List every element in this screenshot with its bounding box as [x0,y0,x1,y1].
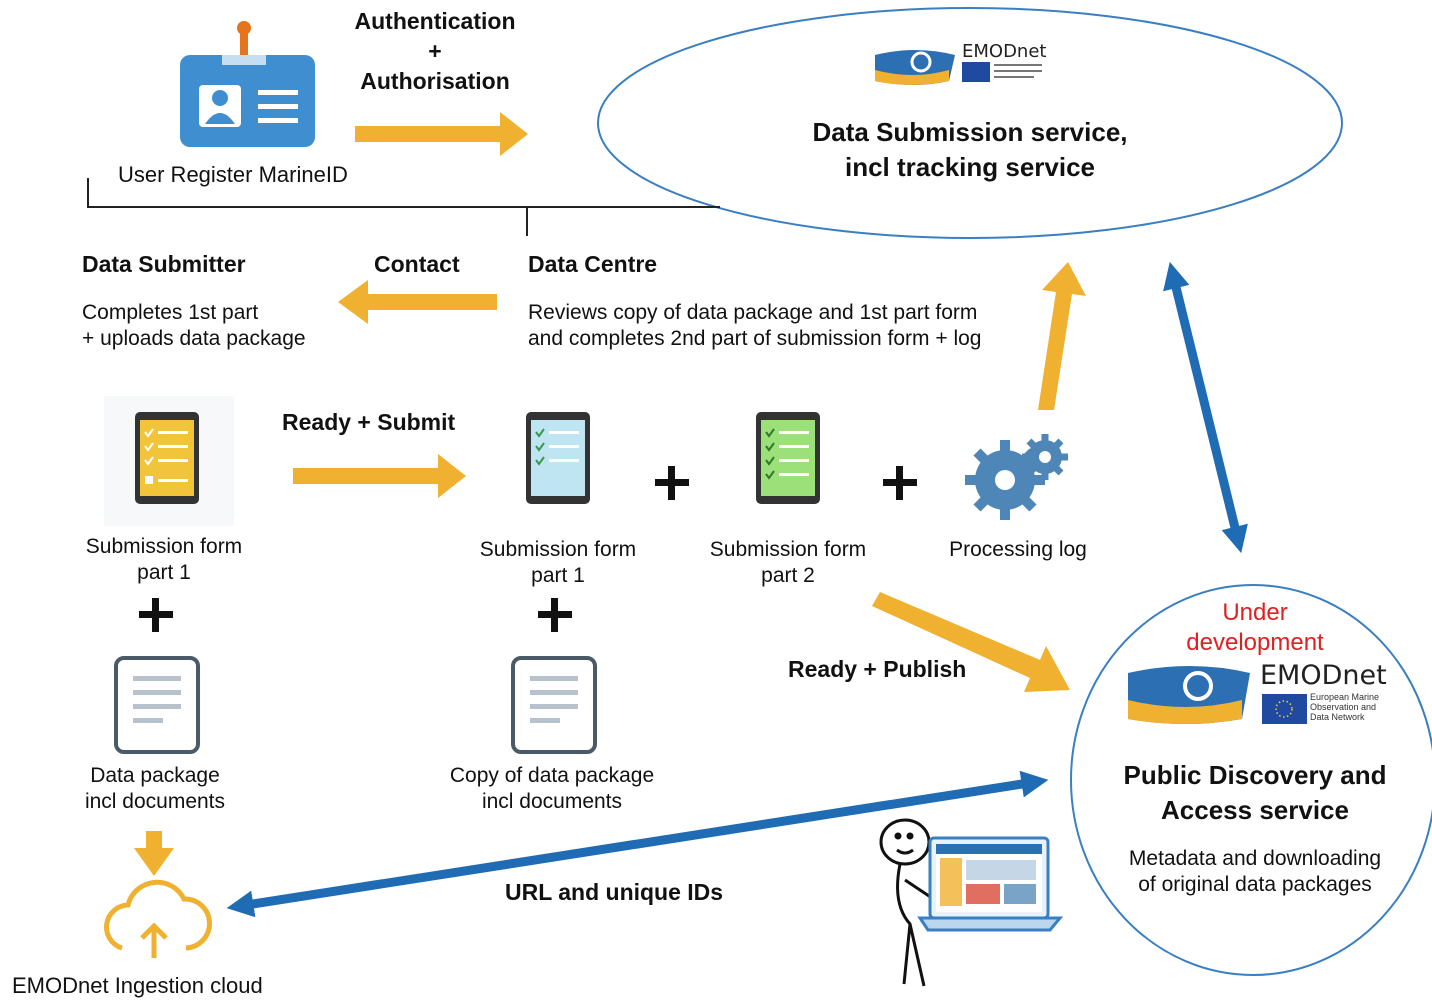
discovery-service-desc: Metadata and downloading of original dat… [1105,846,1405,898]
auth-arrow [355,112,528,156]
cloud-upload-icon [104,879,212,958]
copy-package-line1: Copy of data package [449,764,655,787]
discovery-logo-text: EMODnet [1260,660,1387,691]
url-ids-label: URL and unique IDs [505,879,724,905]
copy-package-label: Copy of data package incl documents [432,763,672,815]
data-centre-heading: Data Centre [528,251,658,277]
submission-title-line2: incl tracking service [844,152,1096,182]
data-package-line2: incl documents [84,790,226,813]
form1-mid-label: Submission form part 1 [458,537,658,589]
form2-line2: part 2 [761,564,815,587]
data-submitter-heading: Data Submitter [82,251,246,277]
auth-line1: Authentication [354,8,516,34]
data-centre-desc-line1: Reviews copy of data package and 1st par… [528,301,978,324]
submission-form-part1-left-icon [104,396,234,526]
form1-mid-line1: Submission form [479,538,637,561]
emodnet-logo-discovery [1128,666,1307,724]
data-package-label: Data package incl documents [55,763,255,815]
gears-icon [965,434,1068,520]
person-with-laptop-illustration [879,818,1064,987]
status-line1: Under [1222,599,1288,626]
ready-submit-arrow [293,454,466,498]
auth-line2: Authorisation [360,68,510,94]
discovery-logo-subtext: European Marine Observation and Data Net… [1310,692,1379,722]
discovery-service-circle [1070,584,1432,976]
discovery-service-title: Public Discovery and Access service [1100,758,1410,828]
status-line2: development [1186,629,1324,656]
logo-subtext-line2: Observation and [1310,702,1377,712]
submission-form-part1-mid-icon [526,412,590,504]
data-package-icon [114,656,200,754]
service-link-arrow [1163,261,1248,554]
emodnet-logo-top [875,50,1042,85]
data-submitter-desc: Completes 1st part + uploads data packag… [82,300,306,352]
cloud-down-arrow [134,831,174,876]
discovery-title-line1: Public Discovery and [1123,760,1387,790]
form1-mid-line2: part 1 [531,564,585,587]
submission-form-part2-icon [756,412,820,504]
ingestion-cloud-label: EMODnet Ingestion cloud [12,973,263,998]
id-badge-icon [180,21,315,147]
ready-submit-label: Ready + Submit [282,409,456,435]
url-ids-arrow [226,770,1049,918]
data-submitter-desc-line1: Completes 1st part [82,301,259,324]
discovery-title-line2: Access service [1161,795,1349,825]
log-to-service-arrow [1038,262,1086,410]
form1-left-line2: part 1 [137,561,191,584]
logo-subtext-line1: European Marine [1310,692,1380,702]
bracket-line [87,178,720,236]
form1-left-label: Submission form part 1 [64,534,264,586]
ready-publish-label: Ready + Publish [788,656,967,682]
submission-service-ellipse [597,7,1343,239]
contact-label: Contact [374,251,460,277]
user-register-label: User Register MarineID [118,162,348,187]
copy-package-line2: incl documents [481,790,623,813]
discovery-desc-line2: of original data packages [1138,873,1372,896]
data-centre-desc: Reviews copy of data package and 1st par… [528,300,982,352]
processing-log-label: Processing log [949,538,1087,561]
form2-label: Submission form part 2 [688,537,888,589]
data-package-line1: Data package [90,764,220,787]
submission-logo-text: EMODnet [962,41,1047,62]
auth-label: Authentication + Authorisation [340,6,530,96]
copy-package-icon [511,656,597,754]
auth-plus: + [428,38,442,64]
discovery-desc-line1: Metadata and downloading [1128,847,1382,870]
logo-subtext-line3: Data Network [1310,712,1365,722]
plus-sign [139,466,917,632]
submission-title-line1: Data Submission service, [812,117,1128,147]
contact-arrow [338,280,497,324]
under-development-label: Under development [1155,598,1355,658]
submission-service-title: Data Submission service, incl tracking s… [780,115,1160,185]
data-centre-desc-line2: and completes 2nd part of submission for… [528,327,982,350]
ready-publish-arrow [872,592,1070,692]
data-submitter-desc-line2: + uploads data package [82,327,306,350]
form1-left-line1: Submission form [85,535,243,558]
form2-line1: Submission form [709,538,867,561]
